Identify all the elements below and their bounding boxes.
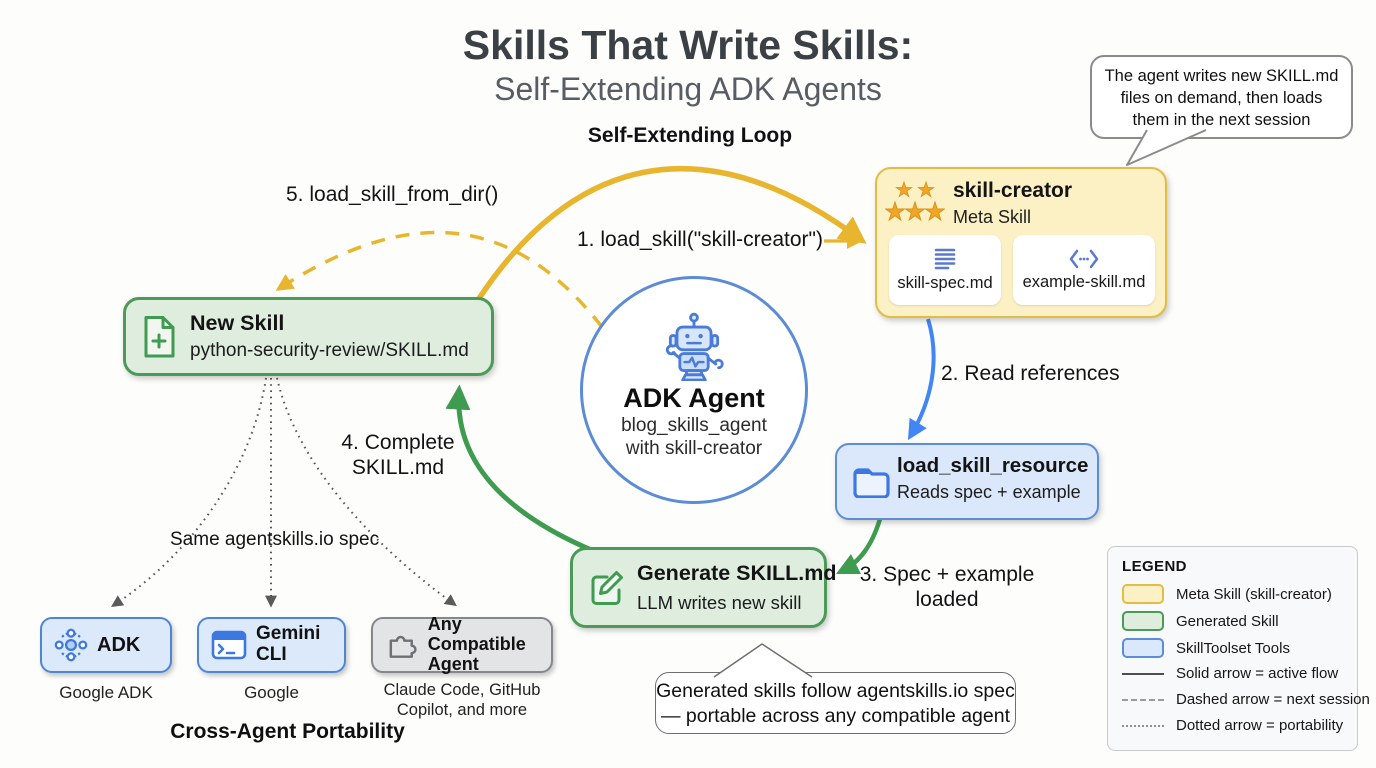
edge-label-step2: 2. Read references xyxy=(941,362,1120,385)
puzzle-icon xyxy=(389,635,417,658)
cross-agent-portability-title: Cross-Agent Portability xyxy=(170,720,405,743)
callout-portable-spec: Generated skills follow agentskills.io s… xyxy=(655,672,1016,734)
file-card-label: skill-spec.md xyxy=(897,274,993,292)
legend-swatch-yellow xyxy=(1122,584,1164,604)
code-icon xyxy=(1069,249,1099,269)
legend-label: SkillToolset Tools xyxy=(1176,639,1290,657)
legend-label: Generated Skill xyxy=(1176,612,1279,630)
legend-item-solid-arrow: Solid arrow = active flow xyxy=(1122,665,1343,682)
agent-box-any-compatible: Any Compatible Agent xyxy=(371,614,553,674)
agent-caption-any: Claude Code, GitHub Copilot, and more xyxy=(383,681,541,719)
arrow-loop-yellow xyxy=(475,166,867,302)
agent-box-label: Gemini CLI xyxy=(256,623,321,665)
legend-title: LEGEND xyxy=(1122,558,1187,575)
arrow-step2 xyxy=(907,318,936,441)
legend-item-skilltoolset: SkillToolset Tools xyxy=(1122,638,1343,658)
node-load-skill-resource: load_skill_resource Reads spec + example xyxy=(835,443,1099,520)
legend-item-dotted-arrow: Dotted arrow = portability xyxy=(1122,717,1343,734)
agent-caption-gemini: Google xyxy=(244,683,299,702)
skill-creator-title: skill-creator xyxy=(953,179,1073,202)
adk-agent-title: ADK Agent xyxy=(623,383,765,413)
callout-portable-line1: Generated skills follow agentskills.io s… xyxy=(656,680,1015,702)
arrow-portability-any xyxy=(276,377,457,607)
node-adk-agent: ADK Agent blog_skills_agent with skill-c… xyxy=(580,276,808,504)
legend-line-dotted xyxy=(1122,724,1164,727)
agent-box-gemini-cli: Gemini CLI xyxy=(197,617,346,673)
arrow-portability-adk xyxy=(110,377,267,607)
legend-item-dashed-arrow: Dashed arrow = next session xyxy=(1122,691,1370,708)
folder-icon xyxy=(853,467,890,498)
agent-box-label: ADK xyxy=(97,634,141,656)
adk-agent-subtitle-line1: blog_skills_agent xyxy=(621,415,767,436)
generate-skill-title: Generate SKILL.md xyxy=(637,561,837,585)
node-skill-creator: skill-creator Meta Skill skill-spec.md xyxy=(875,167,1167,318)
adk-agent-subtitle-line2: with skill-creator xyxy=(625,438,763,460)
spec-lines-icon xyxy=(934,248,956,270)
edge-label-step1: 1. load_skill("skill-creator") xyxy=(577,228,823,251)
loop-label: Self-Extending Loop xyxy=(587,124,793,147)
load-skill-resource-subtitle: Reads spec + example xyxy=(897,482,1081,502)
file-card-label: example-skill.md xyxy=(1022,273,1146,291)
legend-label: Dashed arrow = next session xyxy=(1176,691,1370,708)
load-skill-resource-title: load_skill_resource xyxy=(897,454,1089,477)
legend-swatch-green xyxy=(1122,611,1164,631)
arrow-step4 xyxy=(445,384,597,555)
file-card-skill-spec: skill-spec.md xyxy=(889,235,1001,305)
legend-label: Solid arrow = active flow xyxy=(1176,665,1339,682)
terminal-icon xyxy=(211,630,247,660)
node-generate-skill: Generate SKILL.md LLM writes new skill xyxy=(570,547,837,628)
adk-orbit-icon xyxy=(54,628,88,662)
callout-portable-line2: — portable across any compatible agent xyxy=(660,705,1011,728)
legend-label: Dotted arrow = portability xyxy=(1176,717,1344,734)
legend-line-dashed xyxy=(1122,698,1164,701)
robot-icon xyxy=(665,312,724,381)
edge-label-step5: 5. load_skill_from_dir() xyxy=(286,183,499,206)
skill-creator-subtitle: Meta Skill xyxy=(953,207,1032,227)
new-skill-path: python-security-review/SKILL.md xyxy=(190,340,469,361)
agent-box-adk: ADK xyxy=(40,617,172,673)
legend-line-solid xyxy=(1122,672,1164,675)
edge-label-step4: 4. Complete SKILL.md xyxy=(341,431,455,479)
arrow-step3 xyxy=(835,518,883,575)
edge-label-same-spec: Same agentskills.io spec xyxy=(170,529,380,550)
legend-swatch-blue xyxy=(1122,638,1164,658)
legend-item-generated-skill: Generated Skill xyxy=(1122,611,1343,631)
page-subtitle: Self-Extending ADK Agents xyxy=(494,71,882,107)
legend-item-meta-skill: Meta Skill (skill-creator) xyxy=(1122,584,1343,604)
new-skill-title: New Skill xyxy=(190,311,285,335)
edit-icon xyxy=(591,570,623,605)
agent-caption-adk: Google ADK xyxy=(59,683,153,702)
file-plus-icon xyxy=(144,315,175,357)
legend-panel: LEGEND Meta Skill (skill-creator) Genera… xyxy=(1107,546,1370,751)
page-title: Skills That Write Skills: xyxy=(462,22,914,68)
generate-skill-subtitle: LLM writes new skill xyxy=(637,592,802,613)
stars-icon xyxy=(885,181,945,227)
agent-box-label: Any Compatible Agent xyxy=(427,614,526,674)
edge-label-step3: 3. Spec + example loaded xyxy=(859,563,1035,611)
legend-label: Meta Skill (skill-creator) xyxy=(1176,585,1332,603)
node-new-skill: New Skill python-security-review/SKILL.m… xyxy=(123,297,494,376)
callout-next-session: The agent writes new SKILL.md files on d… xyxy=(1090,55,1353,139)
arrow-step5-dashed xyxy=(275,230,604,329)
file-card-example-skill: example-skill.md xyxy=(1013,235,1155,305)
